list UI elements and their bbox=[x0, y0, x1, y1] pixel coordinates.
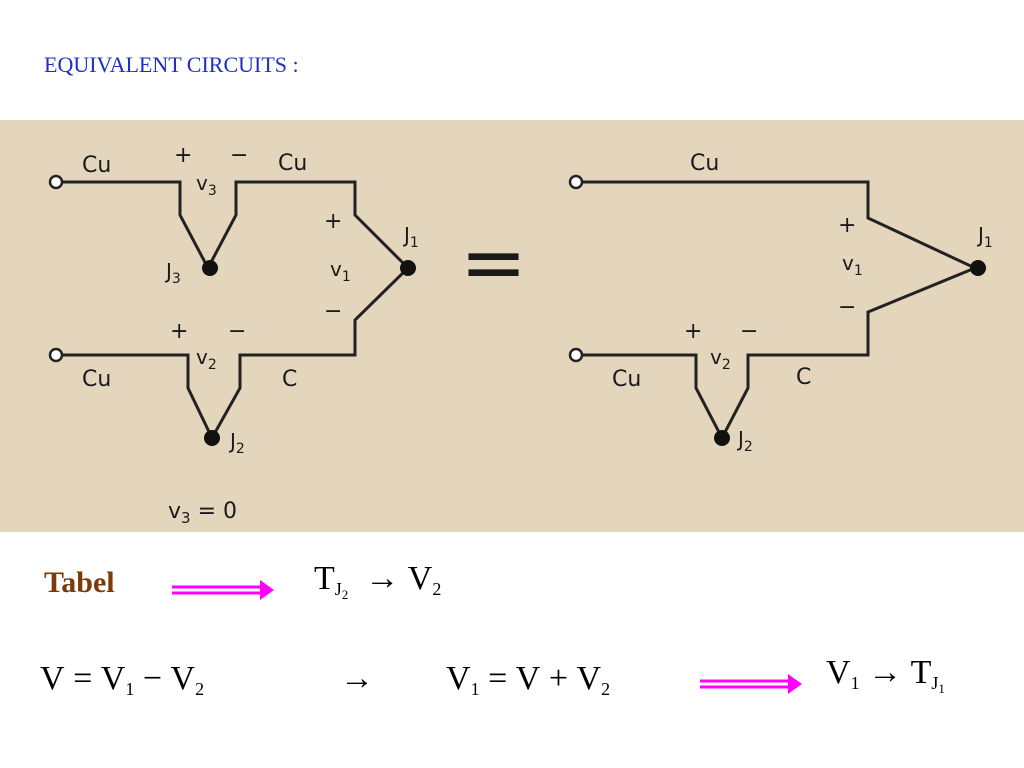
junction-j3 bbox=[202, 260, 218, 276]
label-cu-bottom-right: Cu bbox=[612, 367, 641, 392]
label-v1-right: v1 bbox=[842, 251, 863, 279]
terminal-bottom-right bbox=[568, 347, 584, 363]
label-j2-left: J2 bbox=[228, 429, 245, 457]
label-v2-minus: − bbox=[228, 319, 246, 344]
right-terminals bbox=[568, 174, 584, 363]
magenta-arrow-1 bbox=[172, 580, 274, 600]
circuit-diagram: Cu Cu + − v3 J3 + v1 − J1 + − v2 Cu C J2… bbox=[48, 143, 993, 527]
label-v2-plus: + bbox=[170, 319, 188, 344]
label-v2-minus-right: − bbox=[740, 319, 758, 344]
label-v2: v2 bbox=[196, 345, 217, 373]
terminal-top-right bbox=[568, 174, 584, 190]
label-v3-equals-zero: v3 = 0 bbox=[168, 499, 237, 527]
left-circuit-wires bbox=[62, 180, 411, 442]
label-v3: v3 bbox=[196, 171, 217, 199]
terminal-bottom-left bbox=[48, 347, 64, 363]
label-v1-plus-right: + bbox=[838, 213, 856, 238]
right-circuit-wires bbox=[582, 180, 979, 442]
label-v2-right: v2 bbox=[710, 345, 731, 373]
label-v2-plus-right: + bbox=[684, 319, 702, 344]
right-junctions bbox=[714, 260, 986, 446]
tabel-label: Tabel bbox=[44, 566, 115, 599]
junction-j1-right bbox=[970, 260, 986, 276]
equals-sign: = bbox=[460, 216, 527, 309]
label-cu-top-right-circuit: Cu bbox=[690, 151, 719, 176]
label-v3-plus: + bbox=[174, 143, 192, 168]
label-j2-right: J2 bbox=[736, 427, 753, 455]
junction-j2-right bbox=[714, 430, 730, 446]
equation-tj2-to-v2: TJ2 → V2 bbox=[314, 560, 442, 602]
magenta-arrow-2 bbox=[700, 674, 802, 694]
terminal-top-left bbox=[48, 174, 64, 190]
label-v3-minus: − bbox=[230, 143, 248, 168]
left-terminals bbox=[48, 174, 64, 363]
label-v1: v1 bbox=[330, 257, 351, 285]
label-c-bottom-right: C bbox=[796, 365, 811, 390]
label-cu-bottom-left: Cu bbox=[82, 367, 111, 392]
label-j3: J3 bbox=[164, 259, 181, 287]
junction-j1-left bbox=[400, 260, 416, 276]
junction-j2-left bbox=[204, 430, 220, 446]
left-junctions bbox=[202, 260, 416, 446]
label-cu-top-left: Cu bbox=[82, 153, 111, 178]
label-j1-left: J1 bbox=[402, 223, 419, 251]
circuit-diagram-photo: Cu Cu + − v3 J3 + v1 − J1 + − v2 Cu C J2… bbox=[0, 120, 1024, 532]
page-title: EQUIVALENT CIRCUITS : bbox=[44, 52, 299, 77]
label-j1-right: J1 bbox=[976, 223, 993, 251]
label-cu-top-right: Cu bbox=[278, 151, 307, 176]
label-v1-minus-right: − bbox=[838, 295, 856, 320]
equation-v1-equals-v-plus-v2: V1 = V + V2 bbox=[446, 660, 611, 699]
equation-v1-to-tj1: V1 → TJ1 bbox=[826, 654, 945, 696]
label-c-bottom-left: C bbox=[282, 367, 297, 392]
equation-v-equals-v1-minus-v2: V = V1 − V2 bbox=[40, 660, 205, 699]
label-v1-plus: + bbox=[324, 209, 342, 234]
label-v1-minus: − bbox=[324, 299, 342, 324]
equation-arrow: → bbox=[340, 660, 374, 697]
